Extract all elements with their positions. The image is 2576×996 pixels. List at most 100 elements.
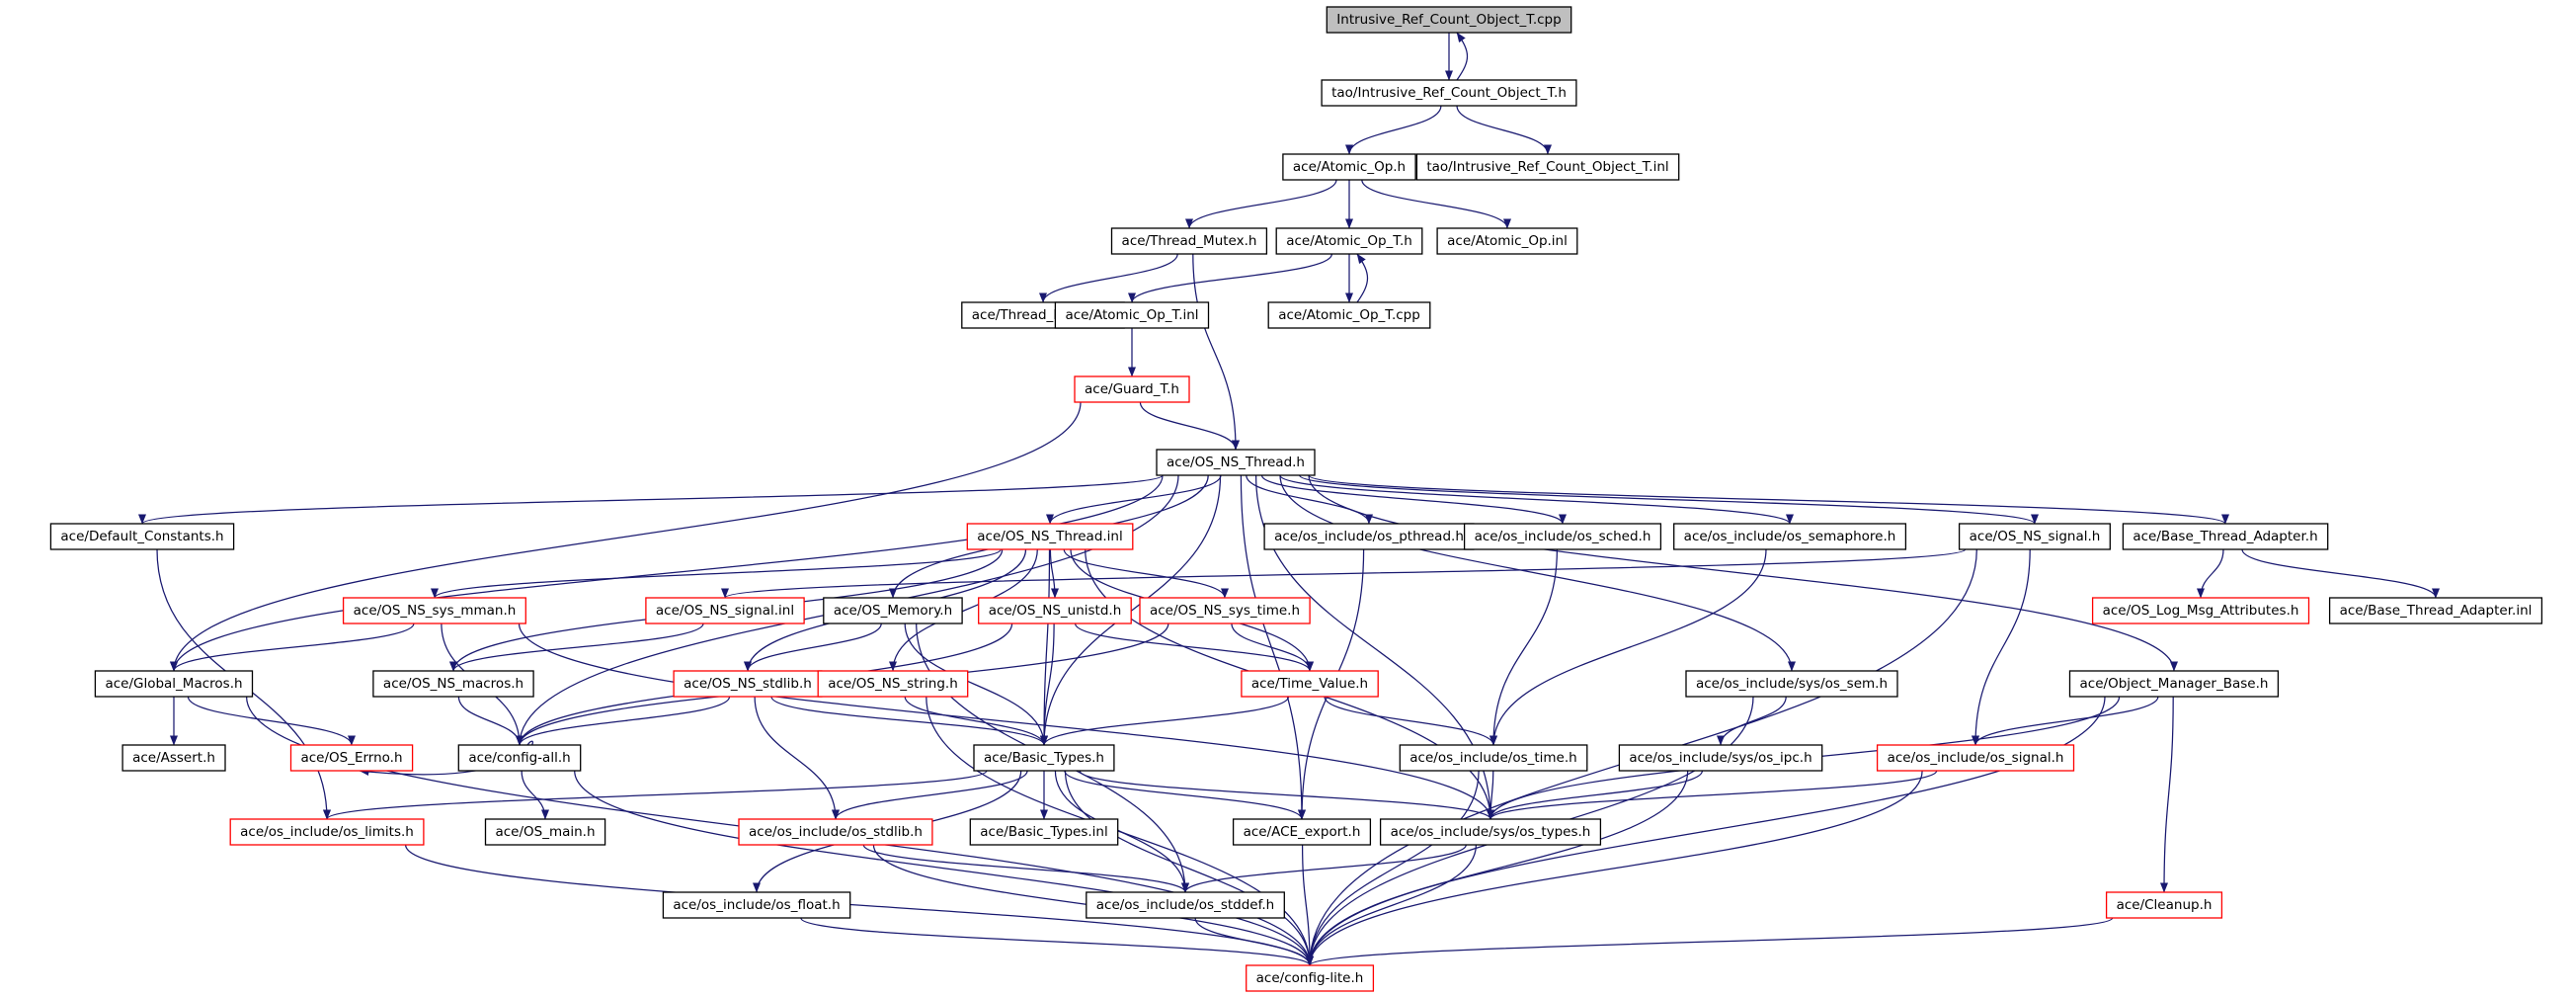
edge-thread-mutex-h-to-os-ns-thread-h	[1192, 253, 1240, 451]
node-os-memory-h[interactable]: ace/OS_Memory.h	[823, 597, 963, 624]
node-os-stddef-h[interactable]: ace/os_include/os_stddef.h	[1086, 891, 1285, 919]
node-os-signal-h[interactable]: ace/os_include/os_signal.h	[1876, 744, 2075, 772]
node-atomic-op-t-cpp[interactable]: ace/Atomic_Op_T.cpp	[1267, 301, 1431, 329]
node-sys-os-types-h[interactable]: ace/os_include/sys/os_types.h	[1379, 818, 1602, 846]
node-tao-inl[interactable]: tao/Intrusive_Ref_Count_Object_T.inl	[1415, 153, 1680, 181]
node-sys-os-ipc-h[interactable]: ace/os_include/sys/os_ipc.h	[1618, 744, 1823, 772]
node-label: ace/Default_Constants.h	[60, 529, 223, 544]
edge-ace-export-h-to-config-lite-h	[1301, 844, 1314, 966]
edge-os-ns-thread-h-to-os-sched-h	[1260, 474, 1567, 525]
node-os-ns-stdlib-h[interactable]: ace/OS_NS_stdlib.h	[673, 670, 823, 698]
edge-os-ns-thread-inl-to-os-ns-unistd-h	[1049, 548, 1059, 599]
edge-os-ns-stdlib-h-to-os-stdlib-h	[754, 696, 840, 820]
edge-os-ns-thread-h-to-default-constants-h	[138, 474, 1164, 525]
node-label: ace/os_include/os_signal.h	[1888, 750, 2064, 766]
node-box	[49, 523, 235, 550]
node-config-lite-h[interactable]: ace/config-lite.h	[1246, 964, 1375, 992]
node-os-ns-signal-inl[interactable]: ace/OS_NS_signal.inl	[645, 597, 805, 624]
node-atomic-op-h[interactable]: ace/Atomic_Op.h	[1282, 153, 1416, 181]
node-box	[1246, 964, 1375, 992]
edge-os-signal-h-to-config-lite-h	[1306, 770, 1923, 966]
node-box	[1399, 744, 1588, 772]
edge-config-all-h-to-os-main-h	[521, 770, 549, 820]
edge-atomic-op-t-cpp-to-atomic-op-t-h	[1356, 253, 1369, 303]
node-os-ns-thread-h[interactable]: ace/OS_NS_Thread.h	[1156, 449, 1316, 476]
node-thread-mutex-h[interactable]: ace/Thread_Mutex.h	[1110, 227, 1268, 255]
node-cleanup-h[interactable]: ace/Cleanup.h	[2105, 891, 2223, 919]
node-os-ns-signal-h[interactable]: ace/OS_NS_signal.h	[1958, 523, 2111, 550]
node-os-errno-h[interactable]: ace/OS_Errno.h	[289, 744, 414, 772]
edge-os-semaphore-h-to-os-time-h	[1489, 548, 1767, 746]
node-os-ns-macros-h[interactable]: ace/OS_NS_macros.h	[372, 670, 534, 698]
node-box	[457, 744, 582, 772]
edge-time-value-h-to-os-time-h	[1324, 696, 1497, 746]
node-box	[121, 744, 226, 772]
node-label: ace/Atomic_Op_T.cpp	[1278, 307, 1420, 323]
node-box	[342, 597, 526, 624]
edge-basic-types-h-to-sys-os-types-h	[1079, 770, 1494, 820]
edge-guard-t-h-to-global-macros-h	[170, 401, 1082, 672]
edge-tao-h-to-root	[1456, 32, 1469, 81]
node-box	[1436, 227, 1578, 255]
node-os-stdlib-h[interactable]: ace/os_include/os_stdlib.h	[738, 818, 933, 846]
node-os-ns-thread-inl[interactable]: ace/OS_NS_Thread.inl	[966, 523, 1134, 550]
node-base-thread-adapter-inl[interactable]: ace/Base_Thread_Adapter.inl	[2328, 597, 2543, 624]
node-label: ace/Thread_Mutex.h	[1122, 233, 1257, 249]
node-label: tao/Intrusive_Ref_Count_Object_T.h	[1331, 85, 1567, 101]
node-box	[978, 597, 1132, 624]
node-label: ace/OS_NS_signal.inl	[656, 603, 794, 619]
node-object-manager-base-h[interactable]: ace/Object_Manager_Base.h	[2068, 670, 2280, 698]
node-os-semaphore-h[interactable]: ace/os_include/os_semaphore.h	[1673, 523, 1907, 550]
node-sys-os-sem-h[interactable]: ace/os_include/sys/os_sem.h	[1685, 670, 1898, 698]
node-label: ace/Atomic_Op.inl	[1447, 233, 1568, 249]
node-time-value-h[interactable]: ace/Time_Value.h	[1241, 670, 1379, 698]
node-label: ace/OS_NS_Thread.inl	[977, 529, 1122, 544]
node-box	[1263, 523, 1475, 550]
node-os-log-msg-attributes-h[interactable]: ace/OS_Log_Msg_Attributes.h	[2091, 597, 2310, 624]
edge-os-ns-string-h-to-basic-types-h	[904, 696, 1048, 746]
node-box	[1282, 153, 1416, 181]
node-base-thread-adapter-h[interactable]: ace/Base_Thread_Adapter.h	[2122, 523, 2329, 550]
edge-basic-types-h-to-ace-export-h	[1064, 770, 1306, 820]
node-os-float-h[interactable]: ace/os_include/os_float.h	[662, 891, 851, 919]
node-box	[2122, 523, 2329, 550]
node-default-constants-h[interactable]: ace/Default_Constants.h	[49, 523, 235, 550]
edge-os-ns-sys-mman-h-to-global-macros-h	[170, 622, 415, 672]
node-os-sched-h[interactable]: ace/os_include/os_sched.h	[1463, 523, 1662, 550]
node-assert-h[interactable]: ace/Assert.h	[121, 744, 226, 772]
node-basic-types-h[interactable]: ace/Basic_Types.h	[973, 744, 1115, 772]
node-os-ns-sys-mman-h[interactable]: ace/OS_NS_sys_mman.h	[342, 597, 526, 624]
node-box	[1139, 597, 1311, 624]
edge-os-float-h-to-config-lite-h	[800, 917, 1314, 966]
node-os-time-h[interactable]: ace/os_include/os_time.h	[1399, 744, 1588, 772]
node-box	[1876, 744, 2075, 772]
node-ace-export-h[interactable]: ace/ACE_export.h	[1232, 818, 1372, 846]
node-os-limits-h[interactable]: ace/os_include/os_limits.h	[229, 818, 425, 846]
node-root[interactable]: Intrusive_Ref_Count_Object_T.cpp	[1326, 6, 1572, 34]
node-os-main-h[interactable]: ace/OS_main.h	[484, 818, 606, 846]
edge-os-time-h-to-config-lite-h	[1306, 770, 1480, 966]
node-box	[1463, 523, 1662, 550]
node-atomic-op-t-h[interactable]: ace/Atomic_Op_T.h	[1275, 227, 1423, 255]
node-os-ns-string-h[interactable]: ace/OS_NS_string.h	[817, 670, 969, 698]
node-label: ace/os_include/os_semaphore.h	[1684, 529, 1896, 544]
node-atomic-op-inl[interactable]: ace/Atomic_Op.inl	[1436, 227, 1578, 255]
node-basic-types-inl[interactable]: ace/Basic_Types.inl	[969, 818, 1119, 846]
edge-atomic-op-h-to-atomic-op-inl	[1361, 179, 1511, 229]
edge-sys-os-types-h-to-config-lite-h	[1306, 844, 1478, 966]
node-os-ns-unistd-h[interactable]: ace/OS_NS_unistd.h	[978, 597, 1132, 624]
node-box	[973, 744, 1115, 772]
node-global-macros-h[interactable]: ace/Global_Macros.h	[94, 670, 254, 698]
edge-sys-os-types-h-to-os-stddef-h	[1181, 844, 1467, 893]
edge-os-ns-unistd-h-to-basic-types-h	[1040, 622, 1055, 746]
node-os-ns-sys-time-h[interactable]: ace/OS_NS_sys_time.h	[1139, 597, 1311, 624]
node-box	[1086, 891, 1285, 919]
edge-os-time-h-to-sys-os-types-h	[1487, 770, 1495, 820]
node-config-all-h[interactable]: ace/config-all.h	[457, 744, 582, 772]
node-os-pthread-h[interactable]: ace/os_include/os_pthread.h	[1263, 523, 1475, 550]
node-atomic-op-t-inl[interactable]: ace/Atomic_Op_T.inl	[1054, 301, 1210, 329]
node-guard-t-h[interactable]: ace/Guard_T.h	[1074, 375, 1190, 403]
edge-base-thread-adapter-h-to-os-log-msg-attributes-h	[2197, 548, 2224, 599]
node-tao-h[interactable]: tao/Intrusive_Ref_Count_Object_T.h	[1321, 79, 1577, 107]
